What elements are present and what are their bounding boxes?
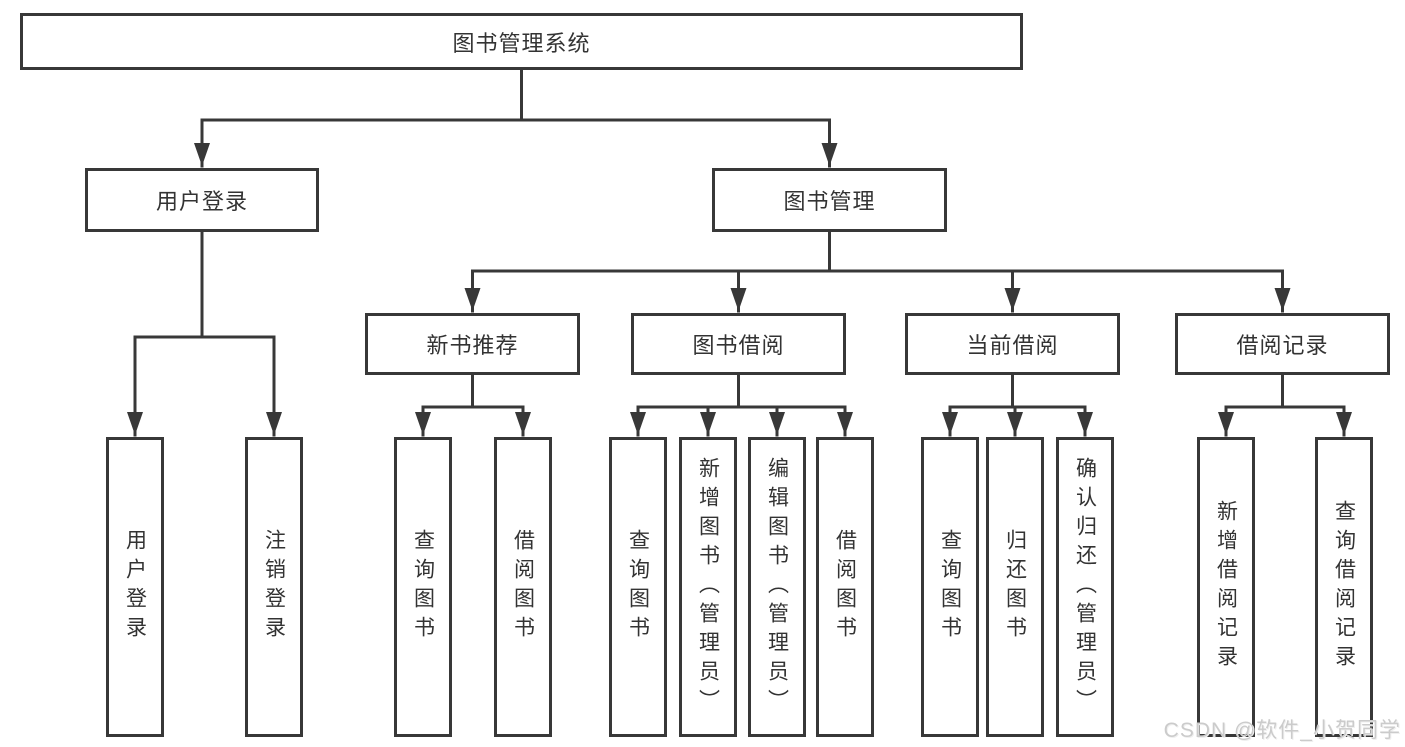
leaf-query-borrow-record: 查询借阅记录 bbox=[1315, 437, 1373, 737]
leaf-query-books-borrowing: 查询图书 bbox=[609, 437, 667, 737]
leaf-confirm-return-admin-label: 确认归还（管理员） bbox=[1073, 456, 1097, 718]
node-current-borrowing: 当前借阅 bbox=[905, 313, 1120, 375]
node-user-login: 用户登录 bbox=[85, 168, 319, 232]
node-user-login-label: 用户登录 bbox=[155, 189, 248, 214]
leaf-logout: 注销登录 bbox=[245, 437, 303, 737]
node-book-management-label: 图书管理 bbox=[783, 189, 876, 214]
leaf-confirm-return-admin: 确认归还（管理员） bbox=[1056, 437, 1114, 737]
leaf-query-books-current: 查询图书 bbox=[921, 437, 979, 737]
leaf-user-login: 用户登录 bbox=[106, 437, 164, 737]
node-book-borrowing: 图书借阅 bbox=[631, 313, 846, 375]
csdn-watermark: CSDN @软件_小贺同学 bbox=[1163, 719, 1401, 742]
node-borrowing-records: 借阅记录 bbox=[1175, 313, 1390, 375]
leaf-return-books: 归还图书 bbox=[986, 437, 1044, 737]
leaf-query-borrow-record-label: 查询借阅记录 bbox=[1332, 500, 1356, 674]
leaf-edit-book-admin: 编辑图书（管理员） bbox=[748, 437, 806, 737]
node-book-management: 图书管理 bbox=[712, 168, 947, 232]
node-new-book-recommendation: 新书推荐 bbox=[365, 313, 580, 375]
leaf-add-book-admin: 新增图书（管理员） bbox=[679, 437, 737, 737]
node-current-borrowing-label: 当前借阅 bbox=[966, 333, 1059, 358]
leaf-add-borrow-record-label: 新增借阅记录 bbox=[1214, 500, 1238, 674]
node-borrowing-records-label: 借阅记录 bbox=[1236, 333, 1329, 358]
leaf-borrow-books-recommend: 借阅图书 bbox=[494, 437, 552, 737]
leaf-borrow-books-borrowing-label: 借阅图书 bbox=[833, 529, 857, 645]
leaf-query-books-current-label: 查询图书 bbox=[938, 529, 962, 645]
node-new-book-recommendation-label: 新书推荐 bbox=[426, 333, 519, 358]
leaf-query-books-borrowing-label: 查询图书 bbox=[626, 529, 650, 645]
leaf-add-borrow-record: 新增借阅记录 bbox=[1197, 437, 1255, 737]
node-library-system-label: 图书管理系统 bbox=[452, 30, 591, 56]
leaf-return-books-label: 归还图书 bbox=[1003, 529, 1027, 645]
node-book-borrowing-label: 图书借阅 bbox=[692, 333, 785, 358]
leaf-query-books-recommend: 查询图书 bbox=[394, 437, 452, 737]
leaf-borrow-books-borrowing: 借阅图书 bbox=[816, 437, 874, 737]
leaf-user-login-label: 用户登录 bbox=[123, 529, 147, 645]
leaf-borrow-books-recommend-label: 借阅图书 bbox=[511, 529, 535, 645]
leaf-query-books-recommend-label: 查询图书 bbox=[411, 529, 435, 645]
leaf-add-book-admin-label: 新增图书（管理员） bbox=[696, 456, 720, 718]
node-library-system: 图书管理系统 bbox=[20, 13, 1023, 70]
leaf-edit-book-admin-label: 编辑图书（管理员） bbox=[765, 456, 789, 718]
leaf-logout-label: 注销登录 bbox=[262, 529, 286, 645]
